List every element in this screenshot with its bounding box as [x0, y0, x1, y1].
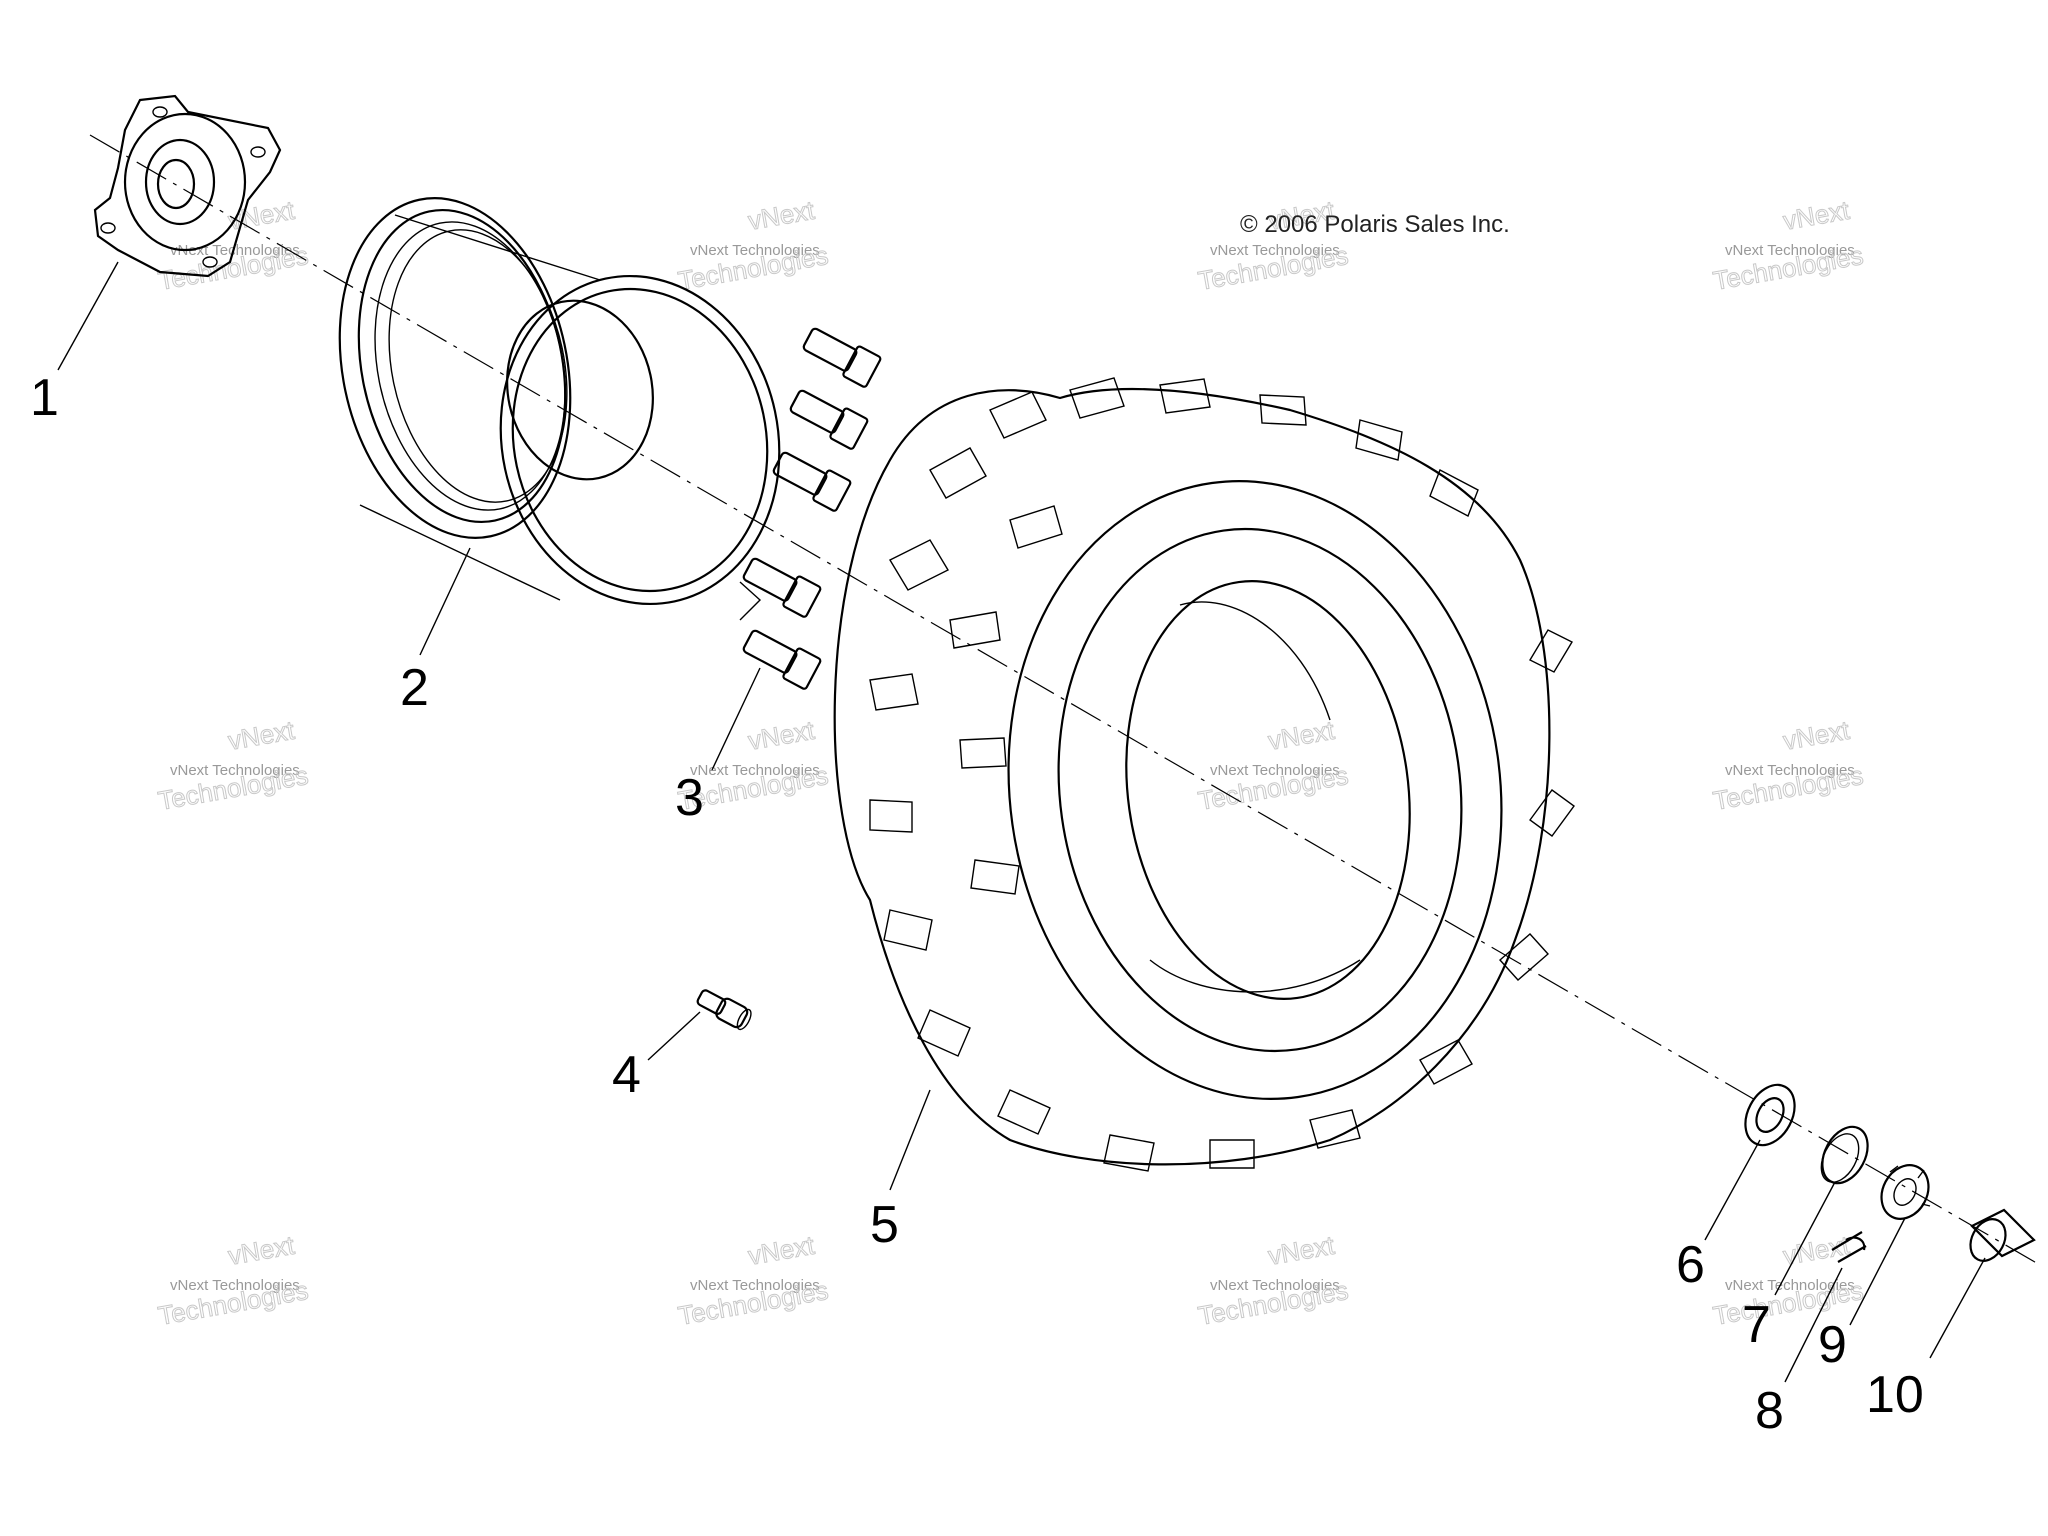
callout-7: 7 — [1742, 1296, 1771, 1354]
washer-part — [1744, 1083, 1796, 1147]
lug-nuts-part — [739, 327, 882, 690]
leader-5 — [889, 1089, 931, 1191]
watermark-brand: vNext — [1781, 195, 1852, 236]
callout-1: 1 — [30, 369, 59, 427]
callout-6: 6 — [1676, 1236, 1705, 1294]
leader-3 — [711, 667, 761, 771]
watermark-caption: vNext Technologies — [170, 1277, 300, 1294]
leader-6 — [1704, 1139, 1761, 1241]
leader-7 — [1774, 1181, 1836, 1296]
watermark-caption: vNext Technologies — [170, 762, 300, 779]
watermark-brand: vNext — [1266, 715, 1337, 756]
callout-3: 3 — [675, 769, 704, 827]
leader-9 — [1849, 1217, 1906, 1326]
watermark-caption: vNext Technologies — [690, 1277, 820, 1294]
watermark-caption: vNext Technologies — [1210, 762, 1340, 779]
watermark-caption: vNext Technologies — [1210, 1277, 1340, 1294]
watermark-brand: vNext — [746, 715, 817, 756]
callout-10: 10 — [1866, 1366, 1924, 1424]
watermark-brand: vNext — [226, 1230, 297, 1271]
watermark-brand: vNext — [746, 195, 817, 236]
watermark-brand: vNext — [746, 1230, 817, 1271]
valve-stem-part — [696, 989, 752, 1031]
spacer-part — [1820, 1125, 1869, 1185]
watermark-caption: vNext Technologies — [1725, 762, 1855, 779]
castle-nut-part — [1880, 1164, 1931, 1220]
wheel-axis-line — [89, 134, 2041, 1266]
watermark-caption: vNext Technologies — [690, 762, 820, 779]
leader-10 — [1929, 1257, 1986, 1359]
leader-4 — [647, 1011, 701, 1061]
callout-4: 4 — [612, 1046, 641, 1104]
watermark-brand: vNext — [1266, 1230, 1337, 1271]
callout-9: 9 — [1818, 1316, 1847, 1374]
callout-5: 5 — [870, 1196, 899, 1254]
leader-2 — [419, 547, 471, 656]
watermark-caption: vNext Technologies — [690, 242, 820, 259]
hub-part — [93, 94, 282, 278]
watermark-brand: vNext — [226, 715, 297, 756]
watermark-caption: vNext Technologies — [1210, 242, 1340, 259]
callout-8: 8 — [1755, 1382, 1784, 1440]
leader-1 — [57, 261, 119, 371]
cotter-pin-part — [1831, 1231, 1867, 1263]
watermark-brand: vNext — [1781, 715, 1852, 756]
wheel-rim-part — [338, 197, 781, 606]
dust-cap-part — [1969, 1208, 2036, 1262]
watermark-caption: vNext Technologies — [1725, 1277, 1855, 1294]
copyright-text: © 2006 Polaris Sales Inc. — [1240, 211, 1510, 238]
tire-part — [833, 377, 1575, 1172]
callout-2: 2 — [400, 659, 429, 717]
watermark-caption: vNext Technologies — [1725, 242, 1855, 259]
leader-8 — [1784, 1267, 1843, 1383]
